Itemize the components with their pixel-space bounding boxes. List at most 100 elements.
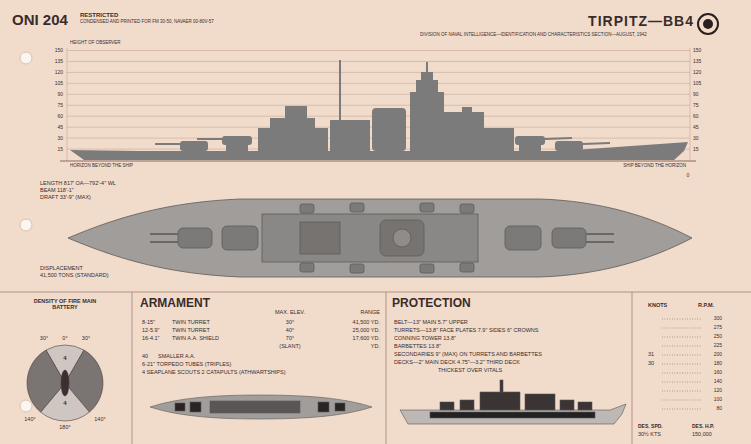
range: 17,600 YD. bbox=[353, 336, 380, 342]
armament-item: SMALLER A.A. bbox=[158, 354, 195, 360]
ship-plan bbox=[300, 203, 474, 273]
fire-arc-diagram bbox=[27, 350, 65, 412]
dimension: DRAFT 33'-9" (MAX) bbox=[40, 195, 91, 201]
info-panel: KNOTSR.P.M. bbox=[640, 303, 740, 311]
info-panel: DENSITY OF FIRE MAIN BATTERY bbox=[30, 299, 100, 311]
panel-rule bbox=[0, 292, 751, 293]
info-panel: PROTECTION bbox=[392, 297, 471, 310]
armor-profile bbox=[525, 394, 555, 410]
panel-rule bbox=[632, 292, 633, 444]
scale-number: 120 bbox=[693, 70, 701, 75]
rpm-scale bbox=[662, 328, 702, 329]
ship-profile bbox=[222, 136, 252, 145]
print-note: CONDENSED AND PRINTED FOR FM 30-50, NAVA… bbox=[80, 20, 214, 25]
armament-plan bbox=[190, 402, 201, 412]
rpm-scale bbox=[662, 337, 702, 338]
column-head: RANGE bbox=[360, 310, 380, 316]
punch-hole bbox=[20, 52, 32, 412]
armament-plan bbox=[318, 402, 329, 412]
rpm-value: 160 bbox=[714, 370, 722, 375]
armor-profile bbox=[440, 380, 592, 410]
armor-profile bbox=[400, 380, 626, 424]
armor-item: SECONDARIES 9" (MAX) ON TURRETS AND BARB… bbox=[394, 352, 542, 358]
bearing-label: 30° bbox=[40, 336, 48, 342]
rpm-value: 100 bbox=[714, 397, 722, 402]
armament-plan bbox=[150, 395, 372, 419]
ship-profile bbox=[515, 136, 545, 145]
scale-number: 15 bbox=[693, 147, 699, 152]
ship-plan bbox=[552, 228, 586, 248]
armor-profile bbox=[460, 400, 474, 410]
armor-profile bbox=[500, 380, 503, 392]
ship-plan bbox=[300, 263, 314, 272]
height-grid bbox=[67, 50, 690, 51]
ship-plan bbox=[350, 203, 364, 212]
height-grid bbox=[67, 94, 690, 95]
ship-profile bbox=[258, 128, 328, 151]
scale-number: 45 bbox=[693, 125, 699, 130]
rpm-value: 200 bbox=[714, 352, 722, 357]
height-grid bbox=[67, 48, 68, 161]
mount-type: TWIN A.A. SHIELD bbox=[172, 336, 219, 342]
dimension: BEAM 118'-1" bbox=[40, 188, 74, 194]
ship-plan bbox=[150, 234, 614, 242]
restriction-mark: RESTRICTED bbox=[80, 12, 118, 18]
ship-plan bbox=[178, 228, 212, 248]
scale-number: 30 bbox=[57, 136, 63, 141]
elevation: 30° bbox=[286, 320, 294, 326]
turret-count: 4 bbox=[63, 400, 66, 406]
rpm-value: 225 bbox=[714, 343, 722, 348]
ship-plan bbox=[460, 204, 474, 213]
ship-profile bbox=[197, 138, 222, 140]
ship-profile bbox=[555, 141, 583, 151]
fire-arc-diagram bbox=[61, 370, 69, 396]
scale-number: 60 bbox=[693, 114, 699, 119]
ship-title: TIRPITZ—BB4 bbox=[588, 14, 694, 28]
horizon-note: SHIP BEYOND THE HORIZON bbox=[623, 164, 686, 169]
armament-plan bbox=[335, 403, 345, 411]
height-grid bbox=[67, 105, 690, 106]
design-value: 30½ KTS bbox=[638, 432, 661, 438]
dimension: LENGTH 817' OA—792'-4" WL bbox=[40, 181, 116, 187]
rpm-value: 250 bbox=[714, 334, 722, 339]
ship-plan bbox=[586, 233, 614, 235]
design-label: DES. SPD. bbox=[638, 424, 663, 429]
height-grid bbox=[67, 83, 690, 84]
scale-number: 90 bbox=[57, 92, 63, 97]
punch-hole bbox=[20, 400, 32, 412]
ship-profile bbox=[426, 62, 428, 72]
panel-rule bbox=[386, 292, 387, 444]
ship-profile bbox=[410, 92, 444, 151]
panel-rule bbox=[0, 292, 751, 444]
ship-plan bbox=[222, 226, 258, 250]
armor-profile bbox=[578, 402, 592, 410]
height-grid bbox=[67, 61, 690, 62]
rpm-scale bbox=[662, 391, 702, 392]
ship-plan bbox=[300, 222, 340, 254]
ship-plan bbox=[150, 233, 178, 235]
knots-value: 31 bbox=[648, 352, 654, 358]
rpm-scale bbox=[662, 373, 702, 374]
sheet-code: ONI 204 bbox=[12, 12, 68, 27]
ship-plan bbox=[393, 229, 411, 247]
scale-number: 30 bbox=[693, 136, 699, 141]
panel-heading: KNOTS bbox=[648, 303, 667, 309]
scale-number: 105 bbox=[55, 81, 63, 86]
ship-plan bbox=[262, 214, 478, 262]
ship-plan bbox=[68, 199, 692, 277]
scale-number: 15 bbox=[57, 147, 63, 152]
ship-plan bbox=[68, 199, 692, 277]
rpm-scale bbox=[662, 319, 702, 320]
rpm-value: 120 bbox=[714, 388, 722, 393]
ship-plan bbox=[586, 241, 614, 243]
fire-arc-diagram bbox=[27, 345, 103, 421]
armor-item: TURRETS—13.8" FACE PLATES 7.9" SIDES 6" … bbox=[394, 328, 539, 334]
rpm-scale bbox=[662, 382, 702, 383]
rpm-scale bbox=[662, 346, 702, 347]
design-value: 150,000 bbox=[692, 432, 712, 438]
bearing-label: 140° bbox=[24, 417, 35, 423]
ship-profile bbox=[519, 145, 541, 151]
gun-size: 12-5.9" bbox=[142, 328, 160, 334]
gun-size: 16-4.1" bbox=[142, 336, 160, 342]
rpm-scale bbox=[662, 400, 702, 401]
